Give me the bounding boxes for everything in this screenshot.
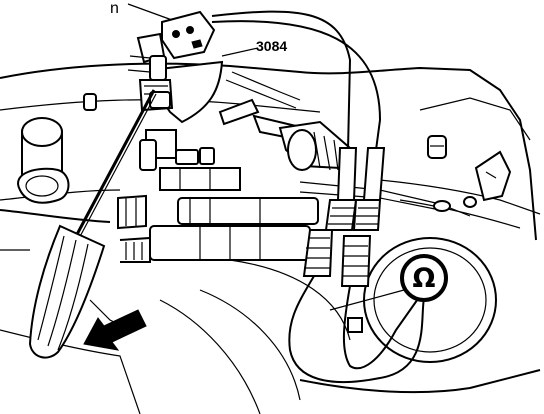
ohm-leader-line [329, 289, 405, 311]
sensor-connector [127, 3, 216, 109]
engine-background [0, 62, 541, 414]
callout-letter-n: n [110, 0, 119, 17]
hose-assembly [218, 71, 352, 171]
direction-arrow-icon [83, 309, 147, 351]
screwdriver [28, 89, 157, 359]
tool-number-label: 3084 [256, 38, 288, 54]
left-cylinder [17, 93, 97, 204]
ohm-meter-icon: Ω [400, 254, 448, 302]
measuring-cables [211, 10, 425, 384]
injector-assembly [117, 129, 477, 263]
